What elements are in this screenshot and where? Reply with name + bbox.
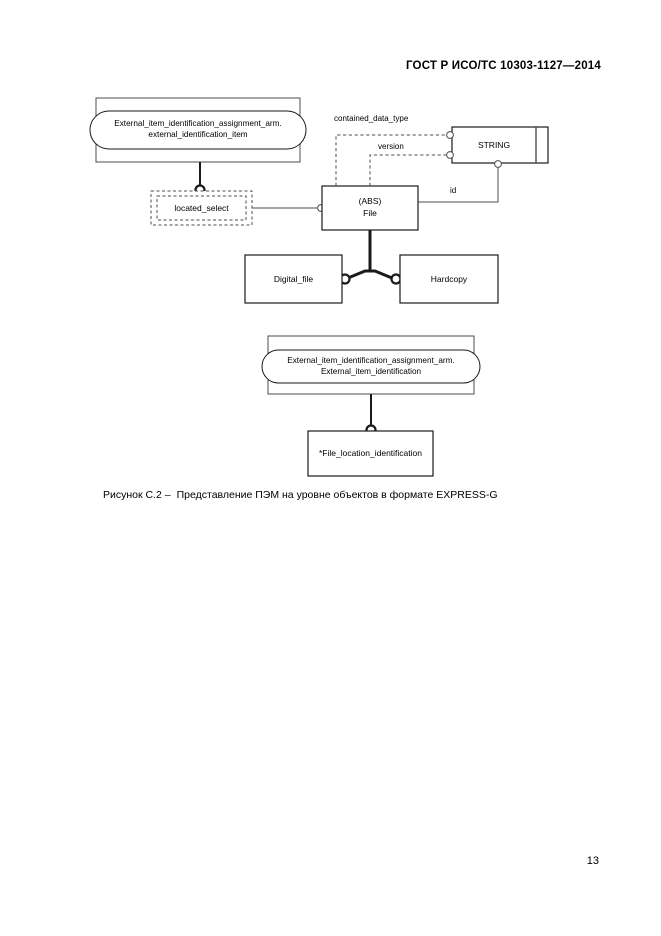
entity-hardcopy-rect: [399, 254, 499, 304]
subtype-fork-branches: [347, 269, 393, 280]
entity-file: (ABS) File: [321, 185, 419, 231]
schema-frame-top-label-line2: external_identification_item: [148, 130, 247, 139]
schema-frame-bottom: External_item_identification_assignment_…: [261, 335, 481, 395]
schema-frame-top: External_item_identification_assignment_…: [89, 97, 307, 163]
figure-caption-number: Рисунок C.2 –: [103, 489, 171, 501]
relation-id-label: id: [450, 186, 456, 195]
entity-digital-file-label: Digital_file: [274, 274, 313, 284]
entity-digital-file-rect: [244, 254, 343, 304]
entity-located-select: located_select: [150, 190, 253, 226]
subtype-fork-file: [339, 230, 402, 285]
entity-located-select-inner-rect: [156, 195, 247, 221]
figure-caption-text: Представление ПЭМ на уровне объектов в ф…: [176, 489, 498, 501]
schema-frame-top-label-line1: External_item_identification_assignment_…: [114, 119, 281, 128]
entity-string-label: STRING: [478, 140, 510, 150]
entity-file-location-identification: *File_location_identification: [307, 430, 434, 477]
connector-frame-to-file-location: [365, 394, 377, 436]
relation-version-circle: [446, 151, 454, 159]
subtype-fork-circle-right: [390, 273, 402, 285]
relation-id-line: [418, 167, 499, 203]
entity-file-location-identification-rect: [307, 430, 434, 477]
figure-caption: Рисунок C.2 – Представление ПЭМ на уровне…: [103, 489, 498, 501]
entity-string: STRING: [451, 126, 549, 164]
connector-frame-to-located-select: [194, 162, 206, 196]
entity-file-label-abs: (ABS): [359, 196, 382, 206]
entity-file-location-identification-label: *File_location_identification: [319, 448, 422, 458]
entity-file-label-name: File: [363, 208, 377, 218]
relation-contained-data-type-circle: [446, 131, 454, 139]
entity-located-select-label: located_select: [174, 203, 229, 213]
relation-id-circle: [494, 160, 502, 168]
relation-contained-data-type: contained_data_type: [334, 114, 454, 186]
entity-hardcopy-label: Hardcopy: [431, 274, 468, 284]
relation-version: version: [369, 142, 454, 186]
entity-digital-file: Digital_file: [244, 254, 343, 304]
relation-contained-data-type-label: contained_data_type: [334, 114, 409, 123]
connector-located-select-to-file: [252, 204, 325, 212]
page-number: 13: [586, 855, 599, 867]
schema-frame-bottom-label-line2: External_item_identification: [321, 367, 422, 376]
schema-frame-bottom-oval: [261, 349, 481, 384]
relation-version-label: version: [378, 142, 404, 151]
entity-hardcopy: Hardcopy: [399, 254, 499, 304]
relation-id: id: [418, 160, 502, 203]
schema-frame-top-oval: [89, 110, 307, 150]
relation-version-line: [369, 154, 448, 186]
entity-file-rect: [321, 185, 419, 231]
schema-frame-bottom-label-line1: External_item_identification_assignment_…: [287, 356, 454, 365]
document-header-standard-number: ГОСТ Р ИСО/ТС 10303-1127—2014: [405, 60, 601, 72]
express-g-diagram: External_item_identification_assignment_…: [89, 97, 549, 477]
